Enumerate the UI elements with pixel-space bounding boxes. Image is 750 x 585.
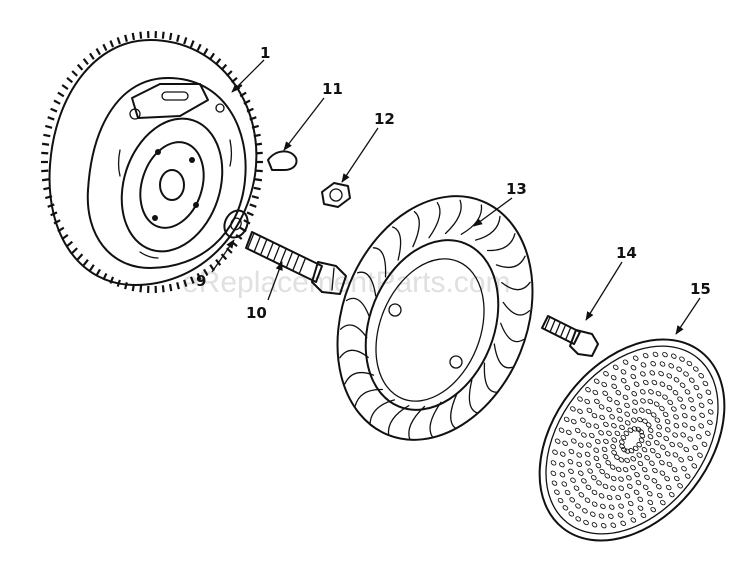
part-washer: [223, 209, 249, 239]
part-rotating-screen: [538, 338, 726, 542]
callout-14: 14: [616, 244, 637, 262]
part-nut: [321, 182, 351, 208]
part-flywheel: [41, 31, 263, 293]
part-bolt: [245, 231, 347, 295]
callout-9: 9: [196, 272, 206, 290]
callout-15: 15: [690, 280, 711, 298]
part-fan-bolt: [541, 315, 599, 357]
part-key: [267, 150, 298, 171]
flywheel-gear-teeth: [41, 31, 263, 293]
callout-11: 11: [322, 80, 343, 98]
leader-lines: [211, 59, 701, 335]
part-cooling-fan: [336, 195, 534, 441]
callout-12: 12: [374, 110, 395, 128]
callout-1: 1: [260, 44, 270, 62]
callout-10: 10: [246, 304, 267, 322]
callout-13: 13: [506, 180, 527, 198]
